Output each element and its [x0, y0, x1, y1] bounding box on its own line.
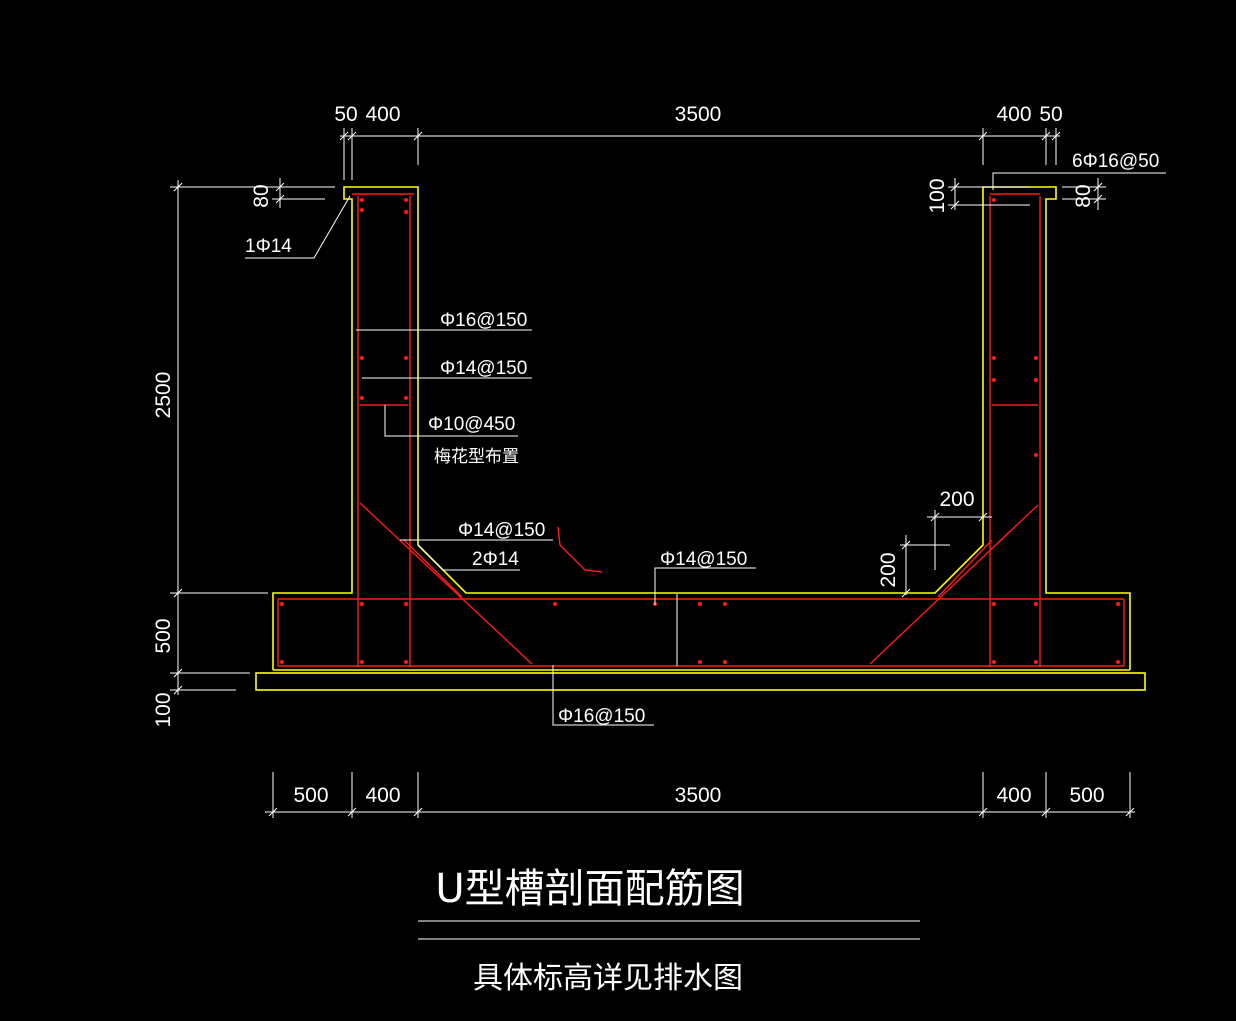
title-block: U型槽剖面配筋图 具体标高详见排水图	[418, 866, 920, 996]
concrete-outline	[255, 186, 1146, 691]
blinding-layer	[255, 672, 1146, 691]
dimension-text: 50 400 3500 400 50 2500 500 100 80 100 8…	[152, 103, 1105, 807]
dim-top-right-wall: 400	[996, 103, 1031, 126]
label-rebar-top-right: 6Φ16@50	[1072, 151, 1159, 172]
dim-bottom-left-toe: 500	[293, 784, 328, 807]
rebar-labels: 6Φ16@50 1Φ14 Φ16@150 Φ14@150 Φ10@450 梅花型…	[245, 151, 1159, 727]
dim-cap-left: 80	[250, 184, 273, 207]
rebar	[277, 193, 1125, 667]
label-rebar-slab-top: Φ14@150	[660, 549, 747, 570]
dim-top-span: 3500	[675, 103, 722, 126]
dim-bottom-span: 3500	[675, 784, 722, 807]
dim-left-base: 500	[152, 618, 175, 653]
dim-bottom-right-toe: 500	[1069, 784, 1104, 807]
rebar-dots	[280, 198, 1120, 664]
left-wall-outline	[272, 186, 1131, 670]
dim-top-left-cover: 50	[334, 103, 357, 126]
dim-haunch-width: 200	[939, 488, 974, 511]
drawing-note: 具体标高详见排水图	[473, 961, 743, 996]
dim-cap-right-80: 80	[1072, 184, 1095, 207]
dim-left-bottom: 100	[152, 692, 175, 727]
label-rebar-slab-bottom: Φ16@150	[558, 706, 645, 727]
label-rebar-tie: Φ10@450	[428, 414, 515, 435]
label-rebar-haunch-corner: 2Φ14	[472, 549, 519, 570]
label-rebar-wall-inner: Φ14@150	[440, 358, 527, 379]
dimension-lines	[170, 128, 1135, 818]
label-rebar-wall-outer: Φ16@150	[440, 310, 527, 331]
leader-lines	[245, 172, 1166, 726]
label-rebar-top-left: 1Φ14	[245, 236, 292, 257]
dim-bottom-left-wall: 400	[365, 784, 400, 807]
dim-left-height: 2500	[152, 372, 175, 419]
label-rebar-haunch: Φ14@150	[458, 520, 545, 541]
dim-top-left-wall: 400	[365, 103, 400, 126]
drawing-title: U型槽剖面配筋图	[435, 866, 744, 912]
dim-bottom-right-wall: 400	[996, 784, 1031, 807]
dim-haunch-height: 200	[877, 552, 900, 587]
dim-cap-right-100: 100	[926, 178, 949, 213]
dim-top-right-cover: 50	[1039, 103, 1062, 126]
label-rebar-tie-note: 梅花型布置	[434, 447, 519, 467]
